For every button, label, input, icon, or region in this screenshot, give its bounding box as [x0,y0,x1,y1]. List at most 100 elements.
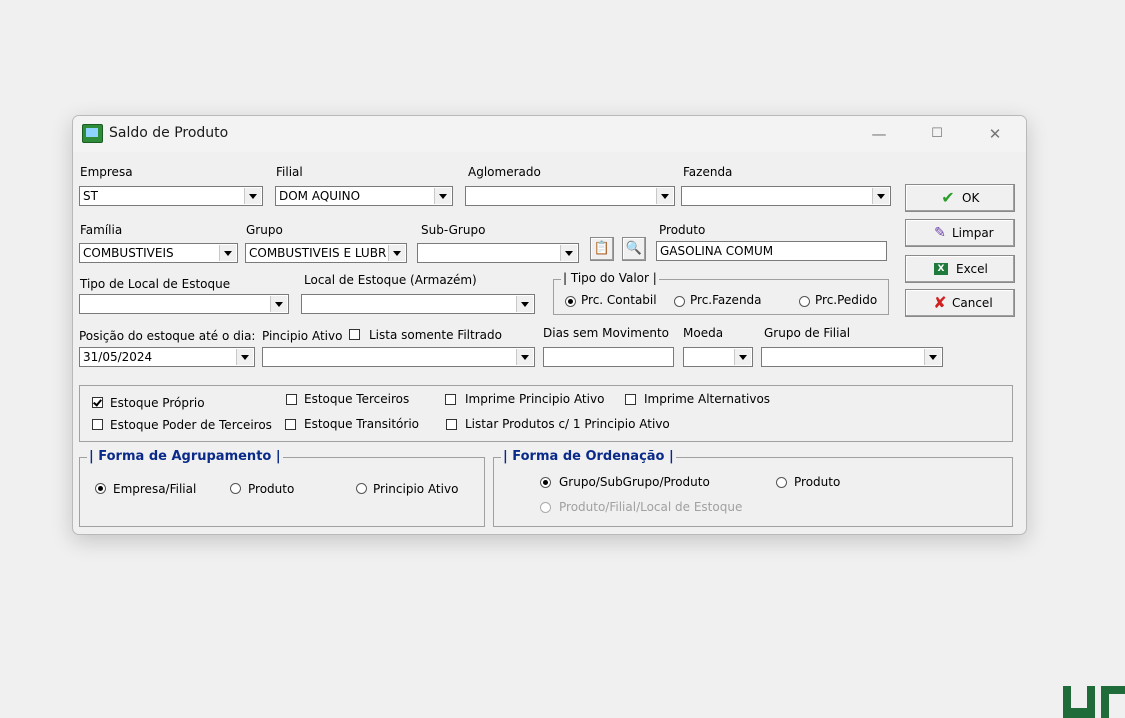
excel-button[interactable]: X Excel [905,255,1015,283]
radio-prc-fazenda-label: Prc.Fazenda [690,293,762,307]
tipo-valor-title: | Tipo do Valor | [561,271,659,285]
familia-combo[interactable]: COMBUSTIVEIS [79,243,238,263]
estoque-proprio-label: Estoque Próprio [110,396,205,410]
chevron-down-icon[interactable] [244,188,261,204]
minimize-button[interactable]: — [871,125,887,143]
empresa-value: ST [83,189,98,203]
estoque-proprio-checkbox[interactable] [92,397,103,408]
fazenda-combo[interactable] [681,186,891,206]
chevron-down-icon[interactable] [434,188,451,204]
chevron-down-icon[interactable] [872,188,889,204]
limpar-button[interactable]: ✎ Limpar [905,219,1015,247]
radio-ord-produto-label: Produto [794,475,841,489]
local-estoque-label: Local de Estoque (Armazém) [304,273,477,287]
produto-label: Produto [659,223,706,237]
checkmark-icon: ✔ [941,188,955,207]
radio-agrup-produto-label: Produto [248,482,295,496]
principio-label: Pincipio Ativo [262,329,343,343]
cancel-x-icon: ✘ [933,293,947,312]
chevron-down-icon[interactable] [270,296,287,312]
estoque-poder-terceiros-label: Estoque Poder de Terceiros [110,418,272,432]
subgrupo-combo[interactable] [417,243,579,263]
tipo-valor-title-text: Tipo do Valor [570,271,649,285]
close-button[interactable]: ✕ [988,125,1002,143]
moeda-label: Moeda [683,326,724,340]
chevron-down-icon[interactable] [924,349,941,365]
grupo-label: Grupo [246,223,283,237]
radio-grupo-subgrupo-produto[interactable] [540,477,551,488]
radio-prc-contabil-label: Prc. Contabil [581,293,657,307]
radio-principio-ativo-label: Principio Ativo [373,482,459,496]
imprime-principio-checkbox[interactable] [445,394,456,405]
lista-filtrado-checkbox[interactable] [349,329,360,340]
title-bar: Saldo de Produto — ☐ ✕ [73,116,1026,152]
ordenacao-group [493,457,1013,527]
estoque-transitorio-checkbox[interactable] [285,419,296,430]
chevron-down-icon[interactable] [734,349,751,365]
chevron-down-icon[interactable] [560,245,577,261]
chevron-down-icon[interactable] [388,245,405,261]
cancel-button[interactable]: ✘ Cancel [905,289,1015,317]
limpar-label: Limpar [952,226,994,240]
grupo-filial-combo[interactable] [761,347,943,367]
posicao-label: Posição do estoque até o dia: [79,329,256,343]
imprime-alternativos-checkbox[interactable] [625,394,636,405]
ok-button[interactable]: ✔ OK [905,184,1015,212]
chevron-down-icon[interactable] [236,349,253,365]
fazenda-label: Fazenda [683,165,733,179]
estoque-poder-terceiros-checkbox[interactable] [92,419,103,430]
tipo-valor-group [553,279,889,315]
radio-ord-produto[interactable] [776,477,787,488]
imprime-principio-label: Imprime Principio Ativo [465,392,605,406]
radio-empresa-filial[interactable] [95,483,106,494]
chevron-down-icon[interactable] [219,245,236,261]
radio-prc-pedido[interactable] [799,296,810,307]
ok-label: OK [962,191,980,205]
posicao-date-picker[interactable]: 31/05/2024 [79,347,255,367]
lista-filtrado-label: Lista somente Filtrado [369,328,502,342]
clipboard-icon[interactable]: 📋 [590,237,614,261]
radio-prc-fazenda[interactable] [674,296,685,307]
cancel-label: Cancel [952,296,993,310]
ordenacao-title: | Forma de Ordenação | [501,449,676,464]
saldo-de-produto-window: Saldo de Produto — ☐ ✕ Empresa ST Filial… [72,115,1027,535]
chevron-down-icon[interactable] [516,349,533,365]
radio-prc-pedido-label: Prc.Pedido [815,293,878,307]
radio-empresa-filial-label: Empresa/Filial [113,482,197,496]
estoque-terceiros-checkbox[interactable] [286,394,297,405]
aglomerado-label: Aglomerado [468,165,541,179]
empresa-combo[interactable]: ST [79,186,263,206]
window-title: Saldo de Produto [109,125,229,141]
grupo-combo[interactable]: COMBUSTIVEIS E LUBRIF [245,243,407,263]
moeda-combo[interactable] [683,347,753,367]
maximize-button[interactable]: ☐ [931,126,943,141]
excel-label: Excel [956,262,988,276]
produto-value: GASOLINA COMUM [660,244,774,258]
magnifier-icon[interactable]: 🔍 [622,237,646,261]
radio-produto-filial-local-label: Produto/Filial/Local de Estoque [559,500,743,514]
grupo-filial-label: Grupo de Filial [764,326,851,340]
chevron-down-icon[interactable] [516,296,533,312]
dias-sem-mov-field[interactable] [543,347,674,367]
aglomerado-combo[interactable] [465,186,675,206]
estoque-transitorio-label: Estoque Transitório [304,417,420,431]
chevron-down-icon[interactable] [656,188,673,204]
principio-combo[interactable] [262,347,535,367]
agrupamento-title: | Forma de Agrupamento | [87,449,283,464]
posicao-value: 31/05/2024 [83,350,153,364]
estoque-terceiros-label: Estoque Terceiros [304,392,410,406]
local-estoque-combo[interactable] [301,294,535,314]
eraser-icon: ✎ [934,225,946,241]
radio-agrup-produto[interactable] [230,483,241,494]
familia-label: Família [80,223,123,237]
produto-field[interactable]: GASOLINA COMUM [656,241,887,261]
grupo-value: COMBUSTIVEIS E LUBRIF [249,246,386,260]
listar-produtos-checkbox[interactable] [446,419,457,430]
radio-principio-ativo[interactable] [356,483,367,494]
radio-grupo-subgrupo-produto-label: Grupo/SubGrupo/Produto [559,475,710,489]
listar-produtos-label: Listar Produtos c/ 1 Principio Ativo [465,417,670,431]
filial-combo[interactable]: DOM AQUINO [275,186,453,206]
radio-prc-contabil[interactable] [565,296,576,307]
filial-value: DOM AQUINO [279,189,361,203]
tipo-local-combo[interactable] [79,294,289,314]
